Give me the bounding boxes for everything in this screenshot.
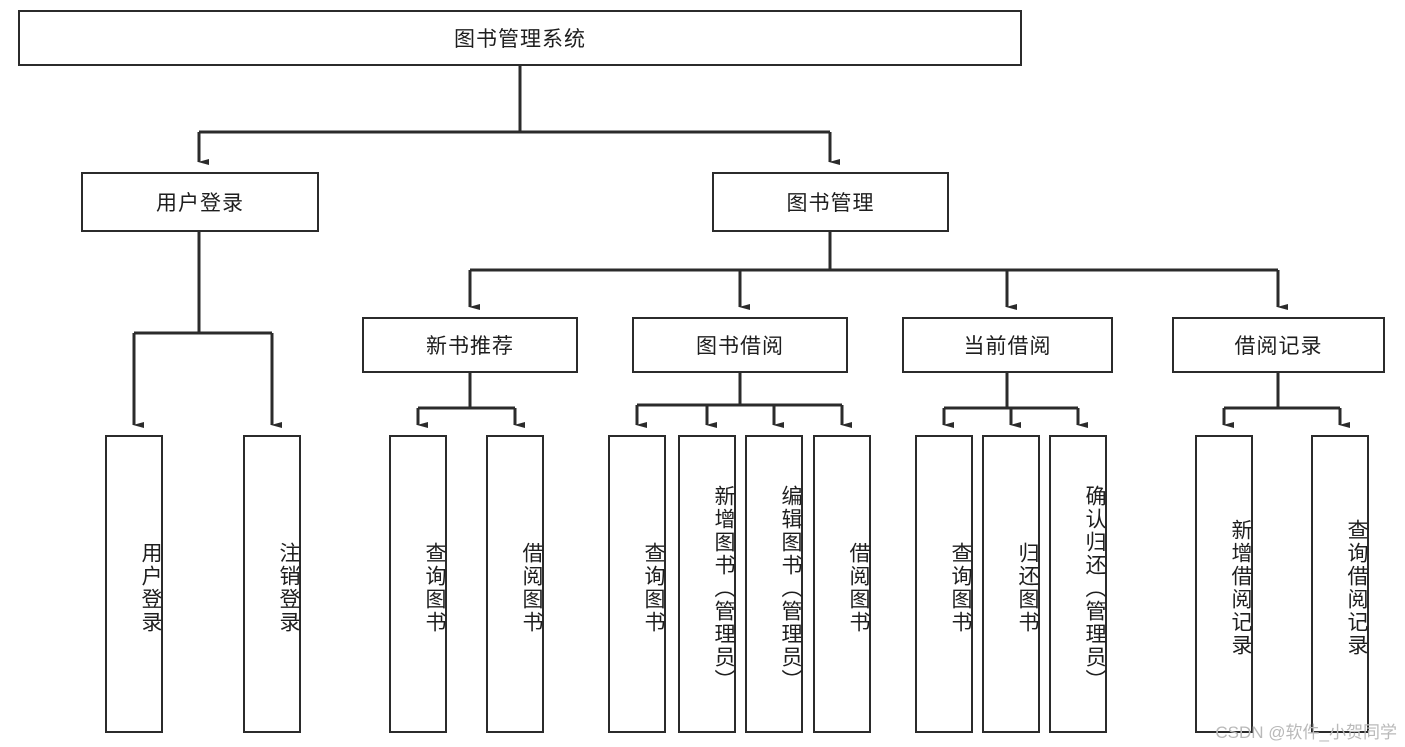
node-book-borrow-label: 图书借阅 <box>696 335 784 358</box>
node-root[interactable]: 图书管理系统 <box>18 10 1022 66</box>
node-borrow-record[interactable]: 借阅记录 <box>1172 317 1385 373</box>
leaf-query-book-3-label: 查询图书 <box>949 542 972 634</box>
node-book-borrow[interactable]: 图书借阅 <box>632 317 848 373</box>
edge-group <box>132 66 1350 428</box>
leaf-query-book-2-label: 查询图书 <box>642 542 665 634</box>
node-user-login[interactable]: 用户登录 <box>81 172 319 232</box>
leaf-add-book-admin-label: 新增图书（管理员） <box>712 484 735 692</box>
leaf-edit-book-admin[interactable]: 编辑图书（管理员） <box>745 435 803 733</box>
leaf-borrow-book-1-label: 借阅图书 <box>520 542 543 634</box>
leaf-query-borrow-record[interactable]: 查询借阅记录 <box>1311 435 1369 733</box>
leaf-query-book-3[interactable]: 查询图书 <box>915 435 973 733</box>
leaf-return-book[interactable]: 归还图书 <box>982 435 1040 733</box>
leaf-confirm-return-admin-label: 确认归还（管理员） <box>1083 484 1106 692</box>
node-user-login-label: 用户登录 <box>156 192 244 215</box>
leaf-logout-login-label: 注销登录 <box>277 542 300 634</box>
leaf-query-book-1[interactable]: 查询图书 <box>389 435 447 733</box>
node-book-management-label: 图书管理 <box>786 192 875 215</box>
leaf-query-borrow-record-label: 查询借阅记录 <box>1345 519 1368 657</box>
leaf-query-book-2[interactable]: 查询图书 <box>608 435 666 733</box>
leaf-edit-book-admin-label: 编辑图书（管理员） <box>779 484 802 692</box>
node-new-book-recommend-label: 新书推荐 <box>426 335 514 358</box>
node-new-book-recommend[interactable]: 新书推荐 <box>362 317 578 373</box>
leaf-borrow-book-2-label: 借阅图书 <box>847 542 870 634</box>
leaf-query-book-1-label: 查询图书 <box>423 542 446 634</box>
leaf-logout-login[interactable]: 注销登录 <box>243 435 301 733</box>
leaf-add-borrow-record[interactable]: 新增借阅记录 <box>1195 435 1253 733</box>
leaf-user-login-label: 用户登录 <box>139 542 162 634</box>
leaf-return-book-label: 归还图书 <box>1016 542 1039 634</box>
node-book-management[interactable]: 图书管理 <box>712 172 949 232</box>
leaf-add-borrow-record-label: 新增借阅记录 <box>1229 519 1252 657</box>
leaf-add-book-admin[interactable]: 新增图书（管理员） <box>678 435 736 733</box>
node-current-borrow-label: 当前借阅 <box>963 335 1052 358</box>
leaf-borrow-book-1[interactable]: 借阅图书 <box>486 435 544 733</box>
leaf-user-login[interactable]: 用户登录 <box>105 435 163 733</box>
leaf-borrow-book-2[interactable]: 借阅图书 <box>813 435 871 733</box>
node-root-label: 图书管理系统 <box>454 28 586 51</box>
leaf-confirm-return-admin[interactable]: 确认归还（管理员） <box>1049 435 1107 733</box>
node-borrow-record-label: 借阅记录 <box>1234 335 1323 358</box>
node-current-borrow[interactable]: 当前借阅 <box>902 317 1113 373</box>
